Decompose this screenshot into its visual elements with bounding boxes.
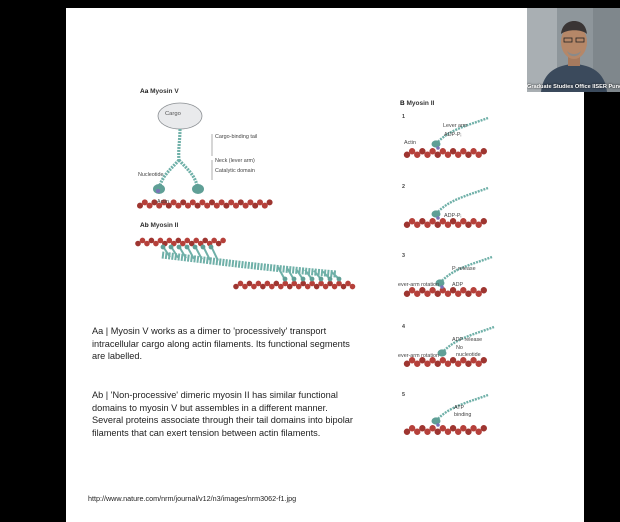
- catalytic-head-right: [192, 184, 204, 194]
- actin-filament-ab-bottom: [233, 281, 355, 290]
- myosin-v-illustration: [66, 8, 584, 522]
- no-label: No: [456, 345, 463, 351]
- caption-aa: Aa | Myosin V works as a dimer to 'proce…: [92, 325, 354, 363]
- step-number-3: 3: [402, 253, 405, 259]
- step3-adp-label: ADP: [452, 282, 463, 288]
- panel-ab-title: Ab Myosin II: [140, 222, 178, 229]
- step-number-4: 4: [402, 324, 405, 330]
- lever-arm-label: Lever arm: [443, 123, 467, 129]
- webcam-video: Graduate Studies Office IISER Pune: [527, 8, 620, 92]
- caption-ab: Ab | 'Non-processive' dimeric myosin II …: [92, 389, 354, 439]
- nucleotide-state-label: nucleotide: [456, 352, 481, 358]
- adp-release-label: ADP release: [452, 337, 482, 343]
- step1-actin-label: Actin: [404, 140, 416, 146]
- catalytic-domain-label: Catalytic domain: [215, 168, 255, 174]
- binding-label: binding: [454, 412, 471, 418]
- bipolar-myosin-filament: [161, 245, 342, 282]
- atp-label: ATP: [454, 405, 464, 411]
- step-number-5: 5: [402, 392, 405, 398]
- step2-adp-pi-label: ADP-Pᵢ: [444, 213, 461, 219]
- panel-b-title: B Myosin II: [400, 100, 434, 107]
- step3-lever-rotation-label: ever-arm rotation: [398, 282, 439, 288]
- nucleotide-label: Nucleotide: [138, 172, 163, 178]
- step4-lever-rotation-label: ever-arm rotation: [398, 353, 439, 359]
- step-number-2: 2: [402, 184, 405, 190]
- panel-ab-name: Myosin II: [150, 222, 178, 229]
- cargo-label: Cargo: [165, 111, 181, 117]
- cargo-binding-tail: [179, 129, 180, 160]
- presenter-silhouette: [527, 8, 620, 92]
- webcam-name-label: Graduate Studies Office IISER Pune: [527, 84, 620, 90]
- step-number-1: 1: [402, 114, 405, 120]
- nucleotide-dot: [156, 189, 160, 193]
- pi-release-label: Pᵢ release: [452, 266, 476, 272]
- source-url: http://www.nature.com/nrm/journal/v12/n3…: [88, 494, 296, 503]
- step1-adp-pi-label: ADP-Pᵢ: [444, 132, 461, 138]
- neck-label: Neck (lever arm): [215, 158, 255, 164]
- actin-label: Actin: [157, 199, 169, 205]
- panel-b-letter: B: [400, 100, 405, 107]
- slide: Aa Myosin V Cargo Cargo-binding tail Nec…: [66, 8, 584, 522]
- myosin-cycle-frames: [404, 118, 494, 435]
- panel-b-name: Myosin II: [407, 100, 435, 107]
- cargo-binding-tail-label: Cargo-binding tail: [215, 134, 257, 140]
- neck-right: [179, 160, 197, 185]
- panel-ab-letter: Ab: [140, 222, 149, 229]
